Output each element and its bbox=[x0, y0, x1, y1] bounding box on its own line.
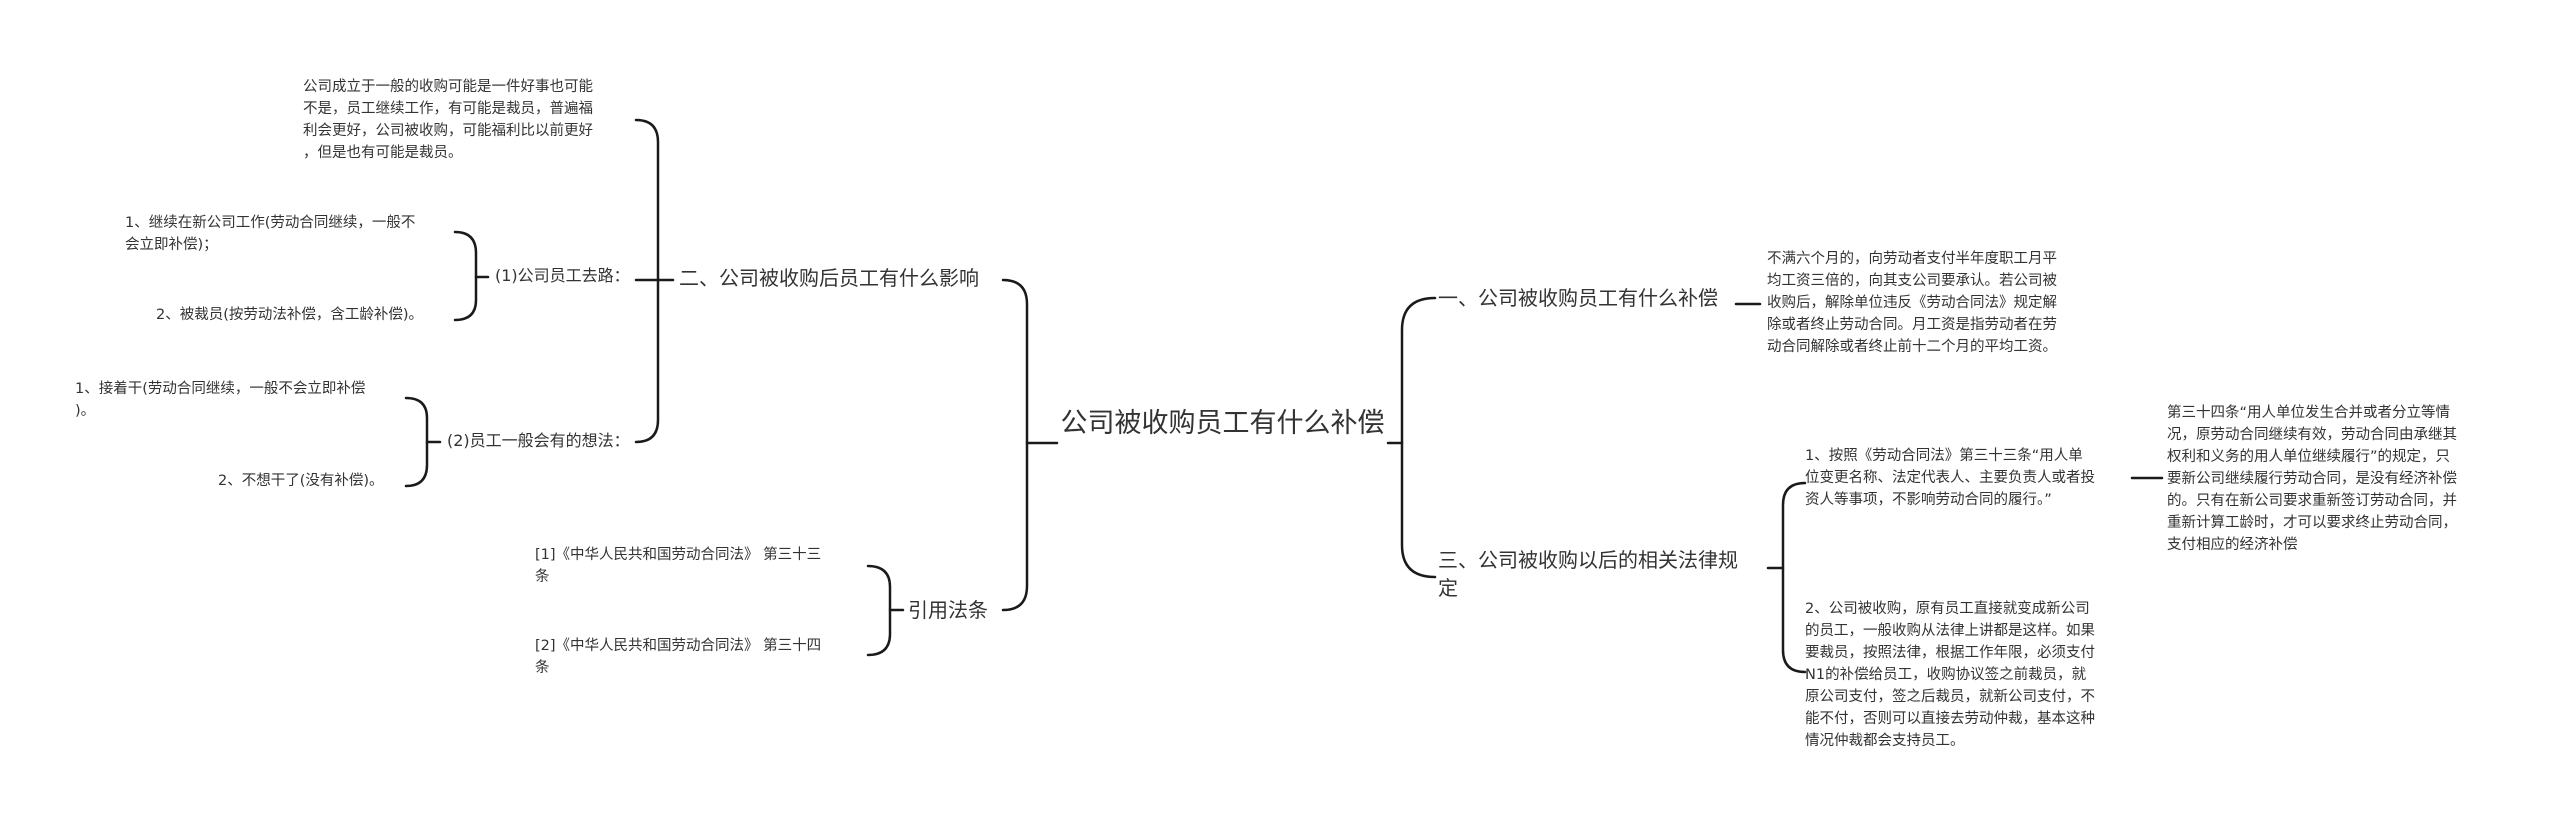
legal-item-2[interactable]: 2、公司被收购，原有员工直接就变成新公司 的员工，一般收购从法律上讲都是这样。如… bbox=[1805, 601, 2095, 749]
compensation-detail[interactable]: 不满六个月的，向劳动者支付半年度职工月平 均工资三倍的，向其支公司要承认。若公司… bbox=[1767, 251, 2057, 355]
law-ref-2[interactable]: [2]《中华人民共和国劳动合同法》 第三十四 条 bbox=[535, 638, 822, 676]
impact-intro[interactable]: 公司成立于一般的收购可能是一件好事也可能 不是，员工继续工作，有可能是裁员，普遍… bbox=[303, 79, 593, 161]
path-layoff[interactable]: 2、被裁员(按劳动法补偿，含工龄补偿)。 bbox=[156, 307, 424, 323]
thought-quit[interactable]: 2、不想干了(没有补偿)。 bbox=[218, 473, 384, 489]
employee-thoughts[interactable]: (2)员工一般会有的想法： bbox=[447, 431, 630, 450]
branch-compensation[interactable]: 一、公司被收购员工有什么补偿 bbox=[1438, 286, 1718, 310]
employee-paths[interactable]: (1)公司员工去路： bbox=[495, 266, 630, 285]
law-ref-1[interactable]: [1]《中华人民共和国劳动合同法》 第三十三 条 bbox=[535, 547, 822, 585]
legal-item-1-detail[interactable]: 第三十四条“用人单位发生合并或者分立等情 况，原劳动合同继续有效，劳动合同由承继… bbox=[2167, 405, 2457, 553]
branch-legal-provisions[interactable]: 三、公司被收购以后的相关法律规 定 bbox=[1438, 548, 1738, 600]
path-continue-work[interactable]: 1、继续在新公司工作(劳动合同继续，一般不 会立即补偿)； bbox=[125, 215, 416, 253]
branch-employee-impact[interactable]: 二、公司被收购后员工有什么影响 bbox=[679, 266, 979, 290]
central-topic[interactable]: 公司被收购员工有什么补偿 bbox=[1060, 408, 1385, 439]
legal-item-1[interactable]: 1、按照《劳动合同法》第三十三条“用人单 位变更名称、法定代表人、主要负责人或者… bbox=[1805, 448, 2095, 508]
thought-keep-working[interactable]: 1、接着干(劳动合同继续，一般不会立即补偿 )。 bbox=[75, 381, 366, 419]
branch-cited-laws[interactable]: 引用法条 bbox=[908, 598, 988, 622]
